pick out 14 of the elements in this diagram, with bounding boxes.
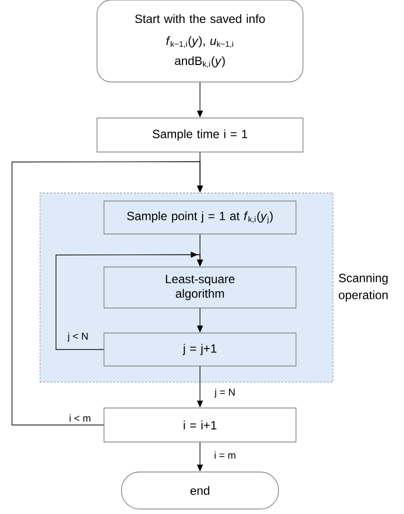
edge-label: i < m [70,414,90,422]
edge-label: i = m [214,451,236,459]
process-box: Sample point j = 1 at f$_{k,i}$(y$_{j}$) [104,200,296,234]
process-box: Sample time i = 1 [96,118,304,152]
arrow [12,161,204,426]
edge-label: j = N [214,388,235,398]
process-box: j = j+1 [104,332,296,366]
process-box: i = i+1 [104,408,296,442]
terminal-box: end [121,472,279,510]
process-box: Least-square algorithm [104,266,296,308]
rounded-box: Start with the saved info f$_{k−1,i}$(y), u$_{k−1,i}$ andB$_{k,i}$(y) [96,0,304,82]
arrow [56,252,204,350]
region-label: Scanning operation [338,273,388,302]
edge-label: j < N [67,332,88,342]
